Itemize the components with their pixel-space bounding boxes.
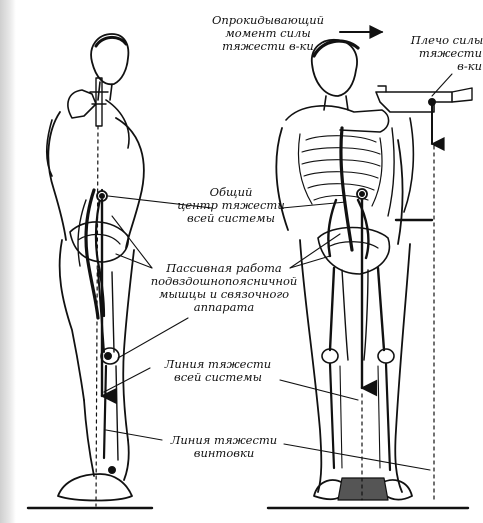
label-line: винтовки (162, 447, 286, 460)
gravity-arm-label: Плечо силы тяжести в-ки (404, 34, 483, 73)
common-center-of-gravity-label: Общий центр тяжести всей системы (170, 186, 292, 225)
overturning-moment-label: Опрокидывающий момент силы тяжести в-ки (198, 14, 338, 53)
label-line: всей системы (170, 212, 292, 225)
passive-work-label: Пассивная работа подвздошнопоясничной мы… (150, 262, 298, 314)
label-line: тяжести в-ки (198, 40, 338, 53)
rifle-gravity-line-label: Линия тяжести винтовки (162, 434, 286, 460)
side-view-figure (28, 34, 152, 508)
system-gravity-line-label: Линия тяжести всей системы (156, 358, 280, 384)
label-line: всей системы (156, 371, 280, 384)
label-line: в-ки (404, 60, 483, 73)
label-line: аппарата (150, 301, 298, 314)
annotation-lines (104, 32, 452, 470)
front-view-figure (268, 40, 472, 508)
